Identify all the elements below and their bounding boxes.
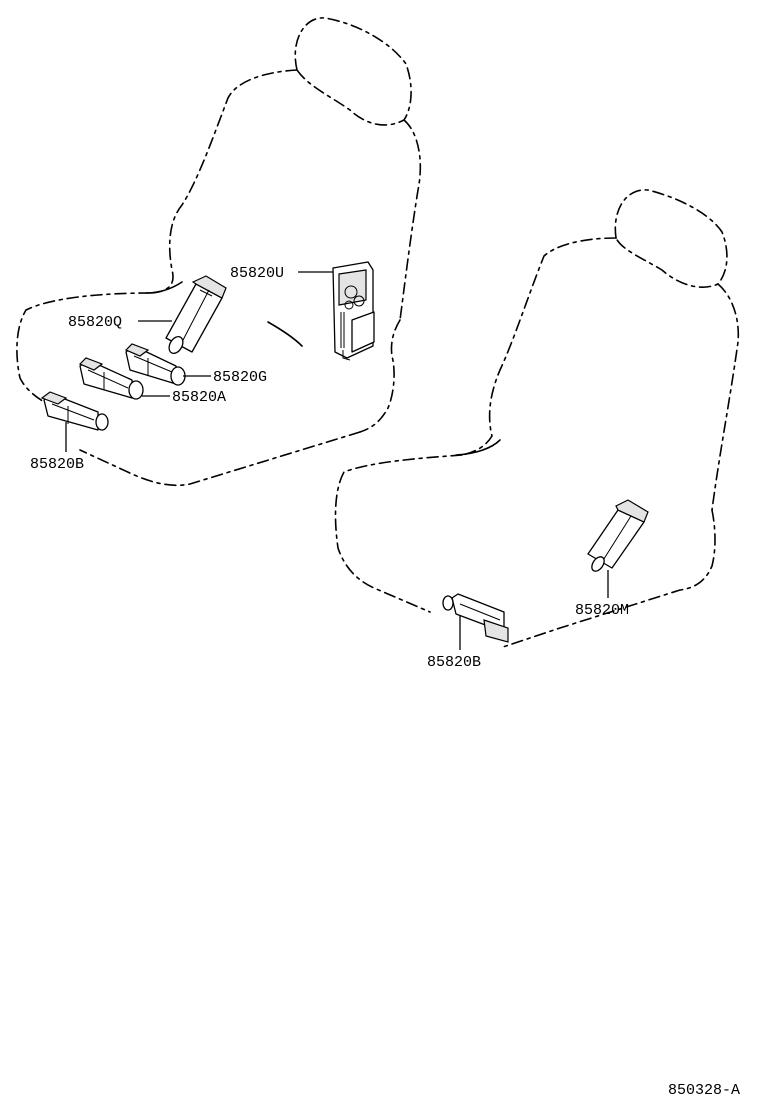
left-seat-outline (16, 17, 422, 487)
motor-85820M (587, 499, 649, 572)
motor-85820A (78, 357, 144, 400)
motor-85820Q (165, 275, 227, 355)
label-85820B-left: 85820B (30, 456, 84, 473)
label-85820U: 85820U (230, 265, 284, 282)
label-85820Q: 85820Q (68, 314, 122, 331)
label-85820M: 85820M (575, 602, 629, 619)
label-85820G: 85820G (213, 369, 267, 386)
leader-lines (65, 271, 609, 650)
diagram-code: 850328-A (668, 1082, 740, 1099)
label-85820A: 85820A (172, 389, 226, 406)
motor-85820B-left (40, 391, 109, 431)
motor-85820B-right (442, 593, 509, 643)
label-85820B-right: 85820B (427, 654, 481, 671)
motor-85820U (332, 261, 375, 361)
right-seat-outline (334, 189, 740, 649)
